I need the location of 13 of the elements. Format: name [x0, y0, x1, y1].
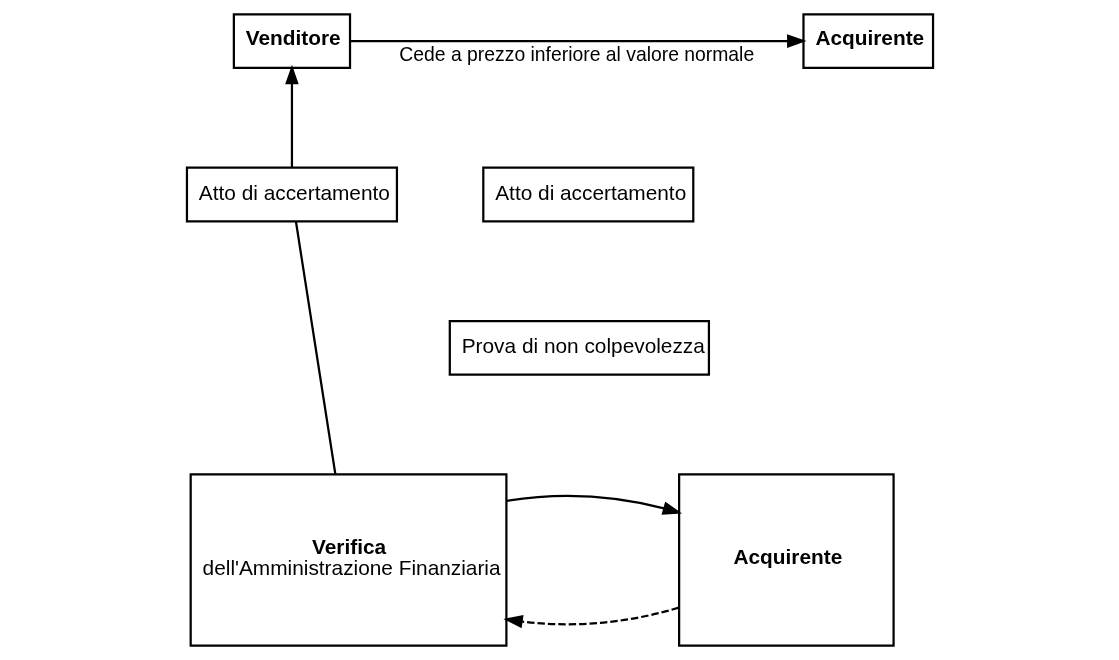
arrow — [506, 494, 682, 515]
edge-label: Cede a prezzo inferiore al valore normale — [398, 43, 754, 66]
arrow — [284, 64, 299, 168]
node-box: Atto di accertamento — [481, 166, 694, 223]
node-box: Acquirente — [801, 13, 934, 69]
arrow — [502, 606, 679, 629]
node-box: Acquirente — [677, 473, 895, 647]
node-box: Verifica dell'Amministrazione Finanziaria — [189, 473, 507, 647]
node-box: Venditore — [232, 13, 351, 69]
node-box: Prova di non colpevolezza — [448, 319, 710, 376]
arrow — [349, 34, 806, 48]
node-box: Atto di accertamento — [185, 166, 398, 223]
connector — [294, 221, 336, 475]
